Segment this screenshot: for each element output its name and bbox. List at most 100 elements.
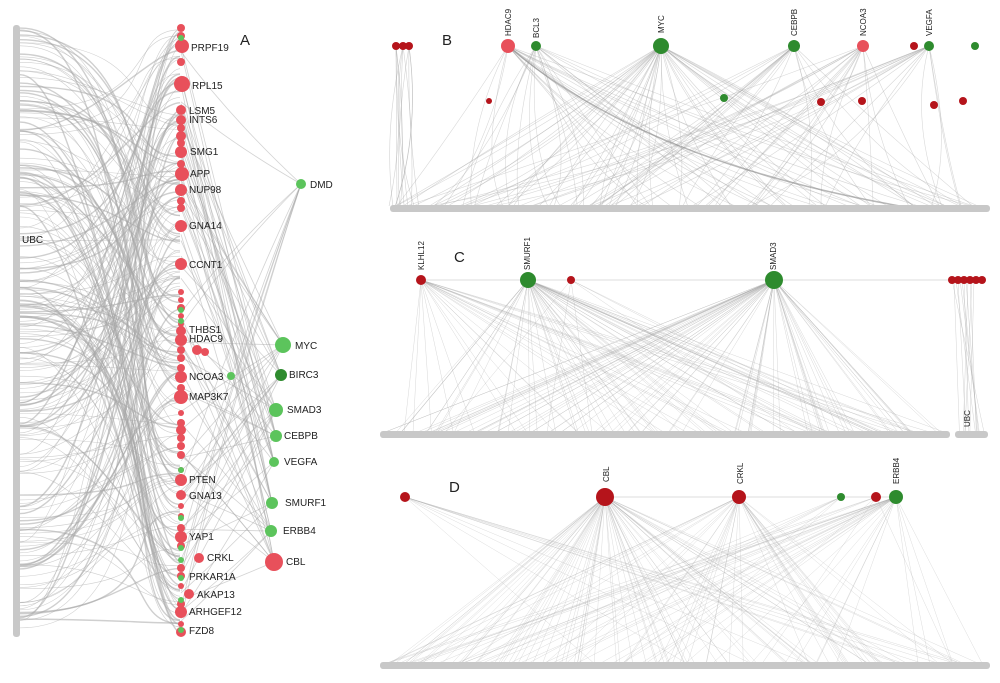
edge-b xyxy=(535,45,646,207)
node-b xyxy=(910,42,918,50)
hub-b xyxy=(653,38,669,54)
edge-b xyxy=(396,45,509,207)
edge-c-right xyxy=(969,279,975,433)
label-rpl15: RPL15 xyxy=(192,81,223,92)
label-myc-a: MYC xyxy=(295,341,317,352)
edge-d xyxy=(672,496,740,664)
edge-d xyxy=(502,496,606,664)
edge-c xyxy=(527,279,715,433)
edge-b xyxy=(590,45,662,207)
edge-a xyxy=(19,536,181,606)
hub-a xyxy=(275,337,291,353)
edge-c xyxy=(642,279,775,433)
edge-c xyxy=(527,279,614,433)
edge-a-hub xyxy=(180,104,275,563)
edge-c xyxy=(599,279,775,433)
edge-a-hub xyxy=(180,502,273,546)
edge-b xyxy=(495,45,662,207)
edge-b xyxy=(753,45,864,207)
edge-c xyxy=(420,279,915,433)
edge-c xyxy=(527,279,848,433)
hub-b xyxy=(924,41,934,51)
edge-a xyxy=(19,308,181,567)
node-b xyxy=(817,98,825,106)
edge-c-right xyxy=(959,279,980,433)
node-a xyxy=(177,346,185,354)
edge-d xyxy=(579,496,606,664)
edge-c xyxy=(445,279,572,433)
edge-c xyxy=(527,279,813,433)
node-b xyxy=(392,42,400,50)
edge-d xyxy=(784,496,897,664)
edge-c xyxy=(498,279,529,433)
edge-b xyxy=(746,45,864,207)
label-cebpb-a: CEBPB xyxy=(284,431,318,442)
node-c-right xyxy=(954,276,962,284)
edge-c xyxy=(527,279,912,433)
edge-a-hub xyxy=(180,344,284,497)
hub-d xyxy=(837,493,845,501)
edge-a xyxy=(19,29,181,130)
node-b xyxy=(405,42,413,50)
edge-d xyxy=(404,496,751,664)
edge-d xyxy=(542,496,606,664)
edge-c xyxy=(549,279,775,433)
edge-c xyxy=(527,279,530,433)
edge-d xyxy=(532,496,606,664)
edge-c xyxy=(420,279,930,433)
edge-b xyxy=(535,45,972,207)
edge-c xyxy=(527,279,786,433)
edge-c-right xyxy=(951,279,985,433)
node-a xyxy=(175,146,187,158)
edge-b xyxy=(519,45,930,207)
edge-a xyxy=(19,434,181,568)
edge-c xyxy=(546,279,572,433)
edge-c xyxy=(420,279,555,433)
edge-a xyxy=(19,618,181,624)
edge-d xyxy=(508,496,606,664)
edge-a-hub xyxy=(180,435,277,530)
edge-a xyxy=(19,413,181,425)
edge-c xyxy=(420,279,579,433)
edge-d xyxy=(405,496,606,664)
edge-b xyxy=(608,45,662,207)
edge-d xyxy=(604,496,868,664)
edge-d xyxy=(498,496,606,664)
edge-b xyxy=(507,45,736,207)
node-a xyxy=(175,371,187,383)
edge-a-hub xyxy=(180,51,275,463)
edge-d xyxy=(404,496,961,664)
edge-c-right xyxy=(953,279,960,433)
label-erbb4-a: ERBB4 xyxy=(283,526,316,537)
edge-d xyxy=(604,496,621,664)
edge-a-hub xyxy=(180,316,272,532)
edge-d xyxy=(461,496,606,664)
edge-d xyxy=(561,496,606,664)
edge-c xyxy=(594,279,775,433)
edge-b xyxy=(507,45,700,207)
edge-d xyxy=(387,496,740,664)
edge-b xyxy=(660,45,732,207)
edge-c xyxy=(773,279,821,433)
edge-c xyxy=(431,279,775,433)
edge-c xyxy=(773,279,904,433)
edge-b xyxy=(648,45,662,207)
edge-b xyxy=(516,45,537,207)
edge-a xyxy=(19,192,181,516)
edge-b xyxy=(535,45,877,207)
edge-c xyxy=(527,279,590,433)
edge-d xyxy=(641,496,897,664)
node-a-green xyxy=(178,515,184,521)
edge-c xyxy=(570,279,866,433)
edge-b xyxy=(535,45,562,207)
panel-c-labels: KLHL12 SMURF1 SMAD3 UBC xyxy=(417,237,972,427)
edge-c xyxy=(773,279,855,433)
edge-a-hub xyxy=(180,490,275,563)
edge-d xyxy=(442,496,606,664)
edge-c xyxy=(420,279,830,433)
label-ubc-c: UBC xyxy=(963,410,972,427)
edge-c xyxy=(420,279,797,433)
hub-c xyxy=(765,271,783,289)
edge-a xyxy=(19,100,181,217)
edge-a-hub xyxy=(180,103,282,376)
